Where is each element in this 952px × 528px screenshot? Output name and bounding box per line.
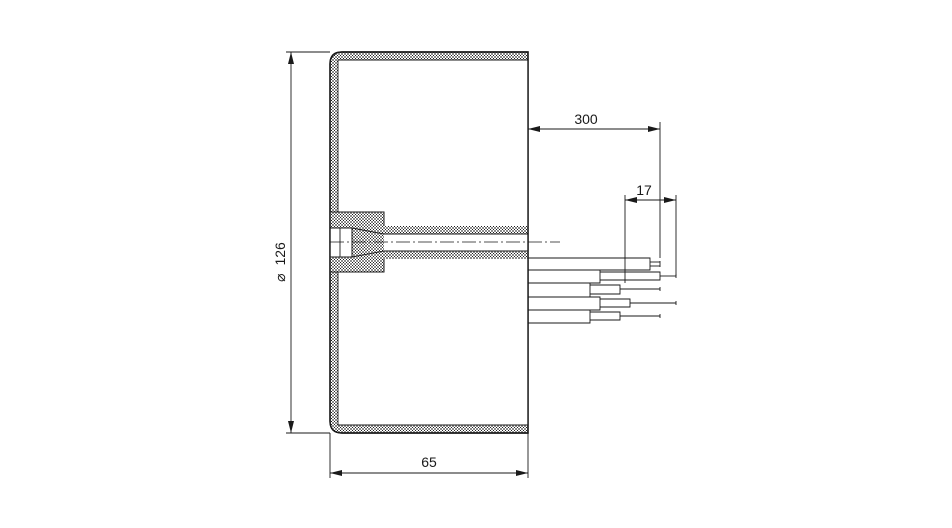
strip-length-value: 17 xyxy=(636,182,652,198)
diameter-value: 126 xyxy=(272,242,288,266)
cable-length-dimension: 300 xyxy=(528,111,661,258)
core-lower xyxy=(337,256,529,426)
core-upper xyxy=(337,59,529,229)
diameter-dimension: ⌀ 126 xyxy=(272,51,330,434)
strip-length-dimension: 17 xyxy=(624,182,677,283)
cable-length-value: 300 xyxy=(574,111,598,127)
width-value: 65 xyxy=(421,454,437,470)
cable-bundle xyxy=(528,257,677,324)
svg-text:⌀ 126: ⌀ 126 xyxy=(272,242,288,282)
width-dimension: 65 xyxy=(329,433,529,478)
center-bore xyxy=(329,211,528,273)
diameter-symbol: ⌀ xyxy=(272,273,288,281)
housing-outline xyxy=(329,51,529,434)
